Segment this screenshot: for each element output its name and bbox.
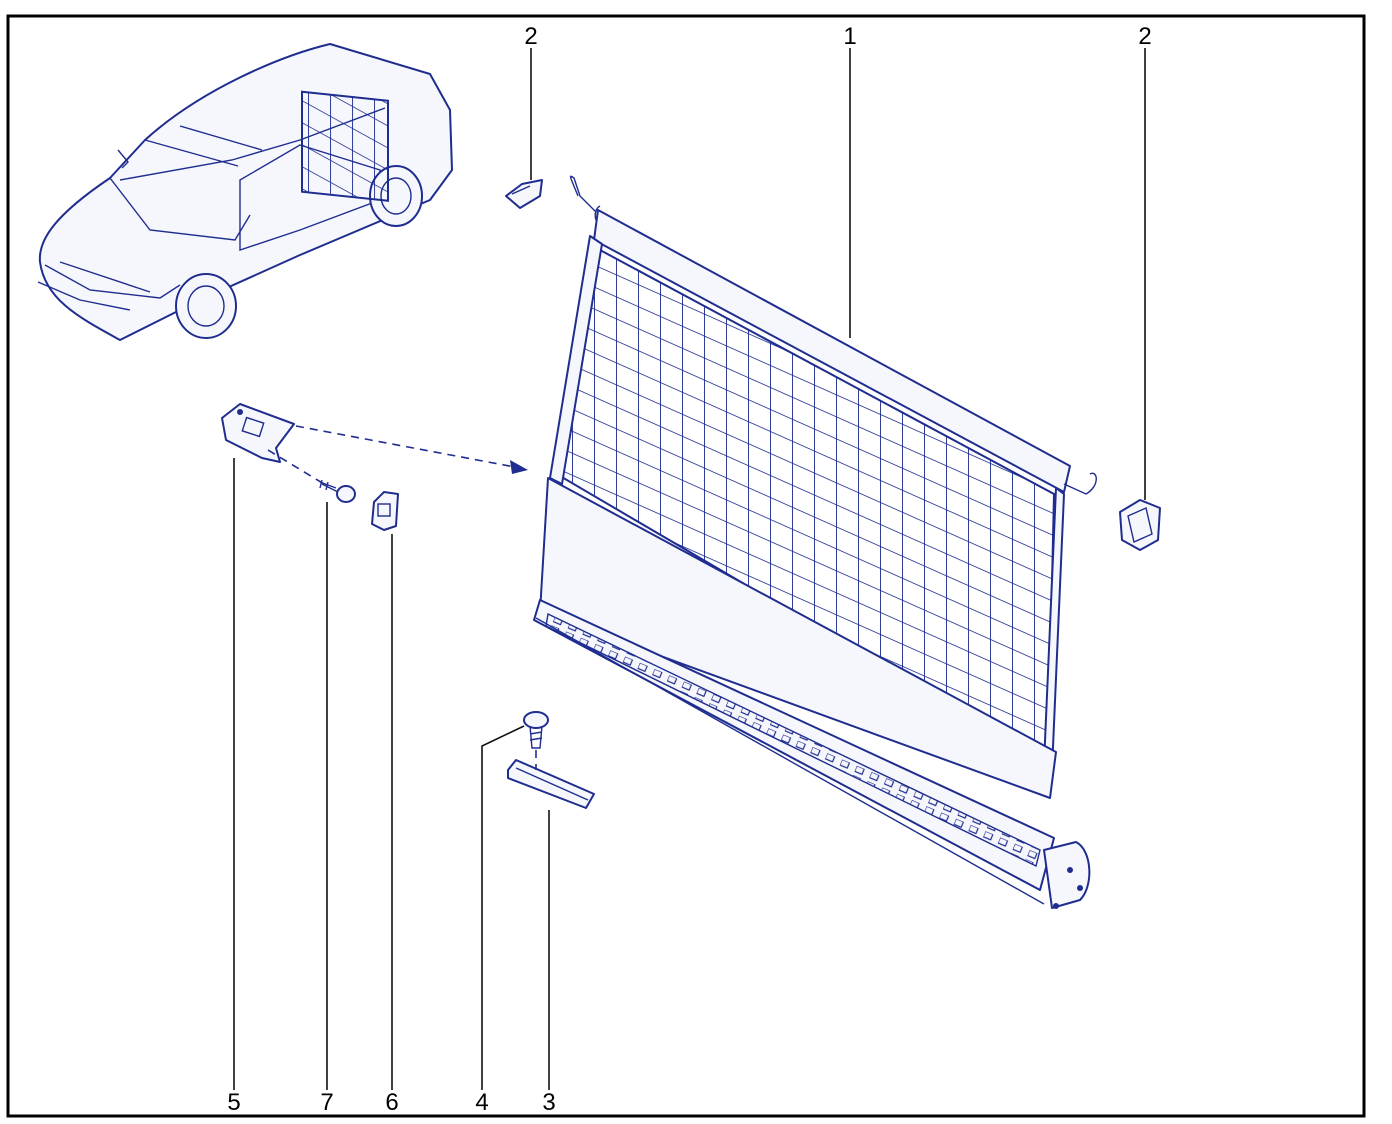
assembly-arrowhead [510, 460, 528, 474]
clip-right [1119, 499, 1161, 551]
clip-left [505, 179, 543, 209]
callout-2-left: 2 [524, 23, 537, 50]
callout-7: 7 [320, 1089, 333, 1116]
cargo-net-partition [533, 175, 1097, 909]
leader-lines [233, 48, 1146, 1090]
diagram-border [6, 14, 1366, 1118]
callout-5: 5 [227, 1089, 240, 1116]
callout-6: 6 [385, 1089, 398, 1116]
callout-3: 3 [542, 1089, 555, 1116]
bracket [221, 403, 295, 463]
callout-2-right: 2 [1138, 23, 1151, 50]
assembly-arrow-line [295, 425, 521, 469]
fixing-screw [523, 711, 549, 749]
callout-1: 1 [843, 23, 856, 50]
callout-4: 4 [475, 1089, 488, 1116]
guide-rail [507, 759, 595, 809]
screw-assembly-line [267, 449, 325, 485]
car-illustration [37, 43, 453, 341]
screw [319, 479, 356, 503]
nut-clip [371, 491, 399, 531]
